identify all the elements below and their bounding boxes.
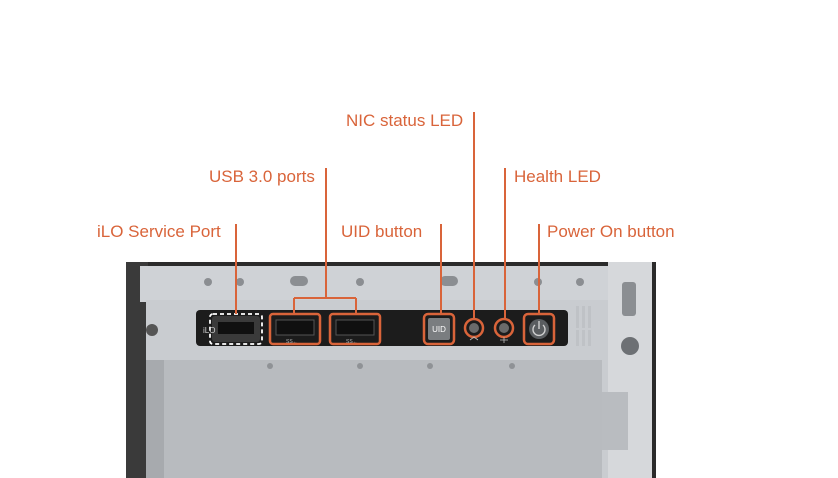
usb-port-1[interactable] [275, 319, 315, 336]
vent-grille [576, 306, 591, 346]
power-icon [532, 321, 546, 337]
chassis-top-rail [140, 266, 610, 302]
callout-ilo-service-port: iLO Service Port [97, 222, 221, 241]
right-screw [621, 337, 639, 355]
callout-power-on-button: Power On button [547, 222, 675, 241]
drive-bay-holes [267, 363, 515, 369]
drive-bay-left-edge [146, 360, 164, 478]
callout-uid-button: UID button [341, 222, 423, 241]
uid-button-highlight [422, 312, 456, 346]
callout-health-led: Health LED [514, 167, 601, 186]
uid-button[interactable] [428, 318, 450, 340]
ilo-panel-label: iLO [203, 326, 215, 335]
health-led [499, 323, 509, 333]
chassis-left-pillar [126, 262, 148, 478]
left-screw [146, 324, 158, 336]
ilo-port-opening [218, 322, 254, 334]
network-icon [469, 336, 479, 341]
uid-button-label: UID [432, 325, 446, 334]
callout-leaders [235, 112, 540, 319]
right-bracket [602, 392, 628, 450]
callout-usb-ports: USB 3.0 ports [209, 167, 315, 186]
drive-bay [162, 360, 602, 478]
usb-port-2-label: SS← [346, 339, 358, 345]
nic-status-led [469, 323, 479, 333]
callout-nic-status-led: NIC status LED [346, 111, 464, 130]
usb-port-1-label: SS← [286, 339, 298, 345]
rail-holes [204, 276, 584, 286]
health-icon [500, 337, 508, 343]
right-latch-slot [622, 282, 636, 316]
usb-port-2[interactable] [335, 319, 375, 336]
